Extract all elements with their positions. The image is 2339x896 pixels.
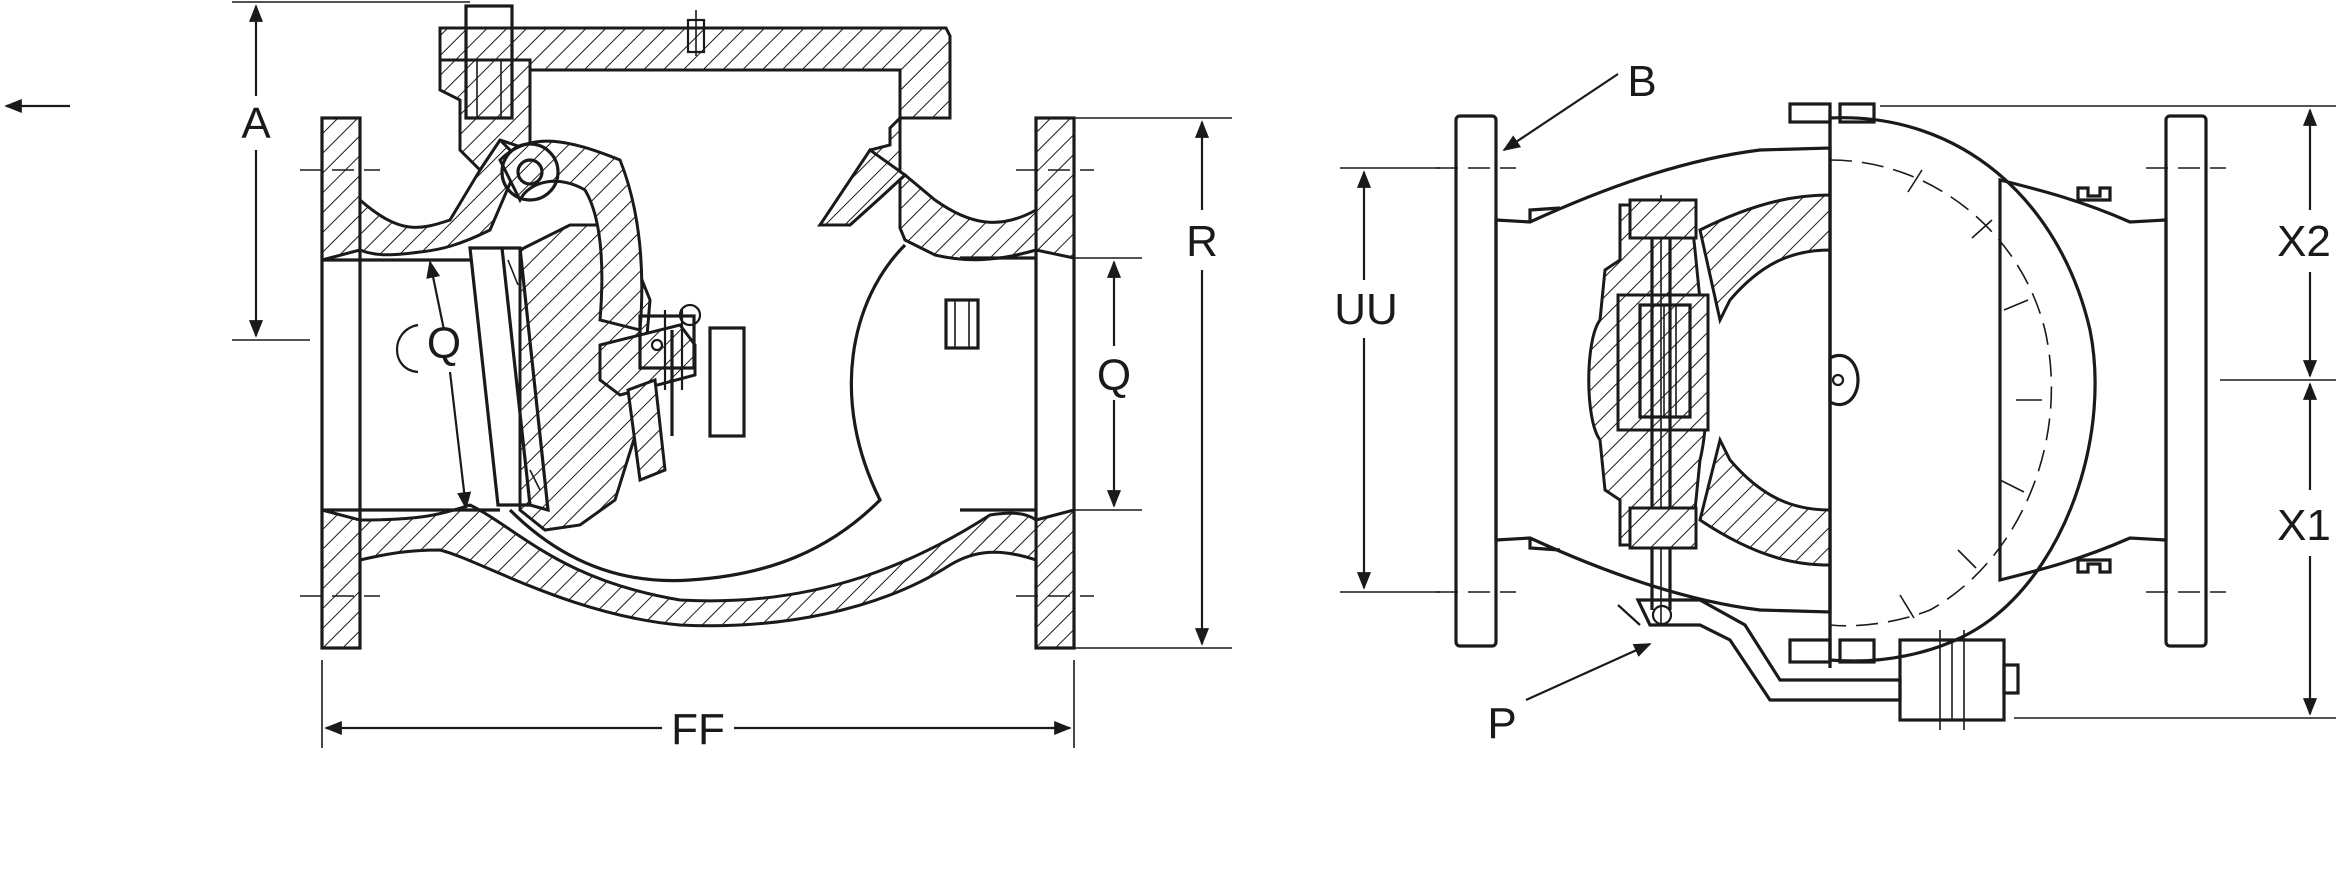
dimension-uu: UU [1334, 167, 1440, 593]
bonnet-neck-left [438, 58, 532, 173]
bonnet-bolt [464, 4, 514, 120]
body-inner-curve [508, 243, 907, 583]
left-flange-face [320, 116, 362, 650]
hinge-pin-outer [500, 142, 560, 202]
counterweight-block [708, 326, 746, 438]
label-q-left: Q [427, 319, 461, 368]
hinge-inner [1698, 193, 1832, 567]
body-upper-left-wall [358, 137, 522, 257]
cover-center-boss [1828, 353, 1860, 407]
body-outline-right [1998, 177, 2168, 583]
label-r: R [1186, 217, 1218, 266]
lever-arm [1635, 598, 1902, 702]
body-lower-wall [358, 503, 1038, 628]
label-p: P [1487, 699, 1516, 748]
q-arc-left [395, 323, 419, 374]
outlet-flange [2164, 114, 2208, 648]
side-section-view [300, 4, 1094, 650]
label-b: B [1627, 57, 1656, 106]
leader-b: B [1502, 57, 1657, 151]
cover-dome [1828, 116, 2097, 663]
label-uu: UU [1334, 285, 1398, 334]
dimension-q-left: Q [426, 260, 472, 510]
side-boss [944, 298, 980, 350]
cover-dome-dashed [1829, 159, 2053, 627]
label-x2: X2 [2277, 217, 2331, 266]
hinge-pin [516, 158, 544, 186]
dimension-ff: FF [321, 660, 1075, 754]
lever-pivot [1651, 604, 1673, 626]
lower-lug [2076, 558, 2112, 574]
leader-p: P [1487, 642, 1652, 748]
right-flange [1034, 116, 1076, 650]
label-ff: FF [671, 705, 725, 754]
dimension-q-right: Q [1074, 257, 1142, 511]
dimension-a: A [232, 1, 470, 341]
dimension-r: R [1074, 117, 1232, 649]
label-x1: X1 [2277, 501, 2331, 550]
seat-lip [817, 147, 908, 227]
right-flange-face [1034, 116, 1076, 650]
lever-stud [638, 314, 696, 370]
disc-nut-stem [626, 377, 667, 483]
cover-ticks [1899, 169, 2042, 619]
hinge-shaft-block [1616, 293, 1710, 432]
end-view [1436, 102, 2226, 730]
dimension-x1: X1 [2014, 382, 2336, 719]
upper-lug [2076, 186, 2112, 202]
label-q-right: Q [1097, 351, 1131, 400]
inlet-flange [1454, 114, 1498, 648]
dimension-x2: X2 [1880, 105, 2336, 381]
label-a: A [241, 99, 271, 148]
left-flange [320, 116, 362, 650]
